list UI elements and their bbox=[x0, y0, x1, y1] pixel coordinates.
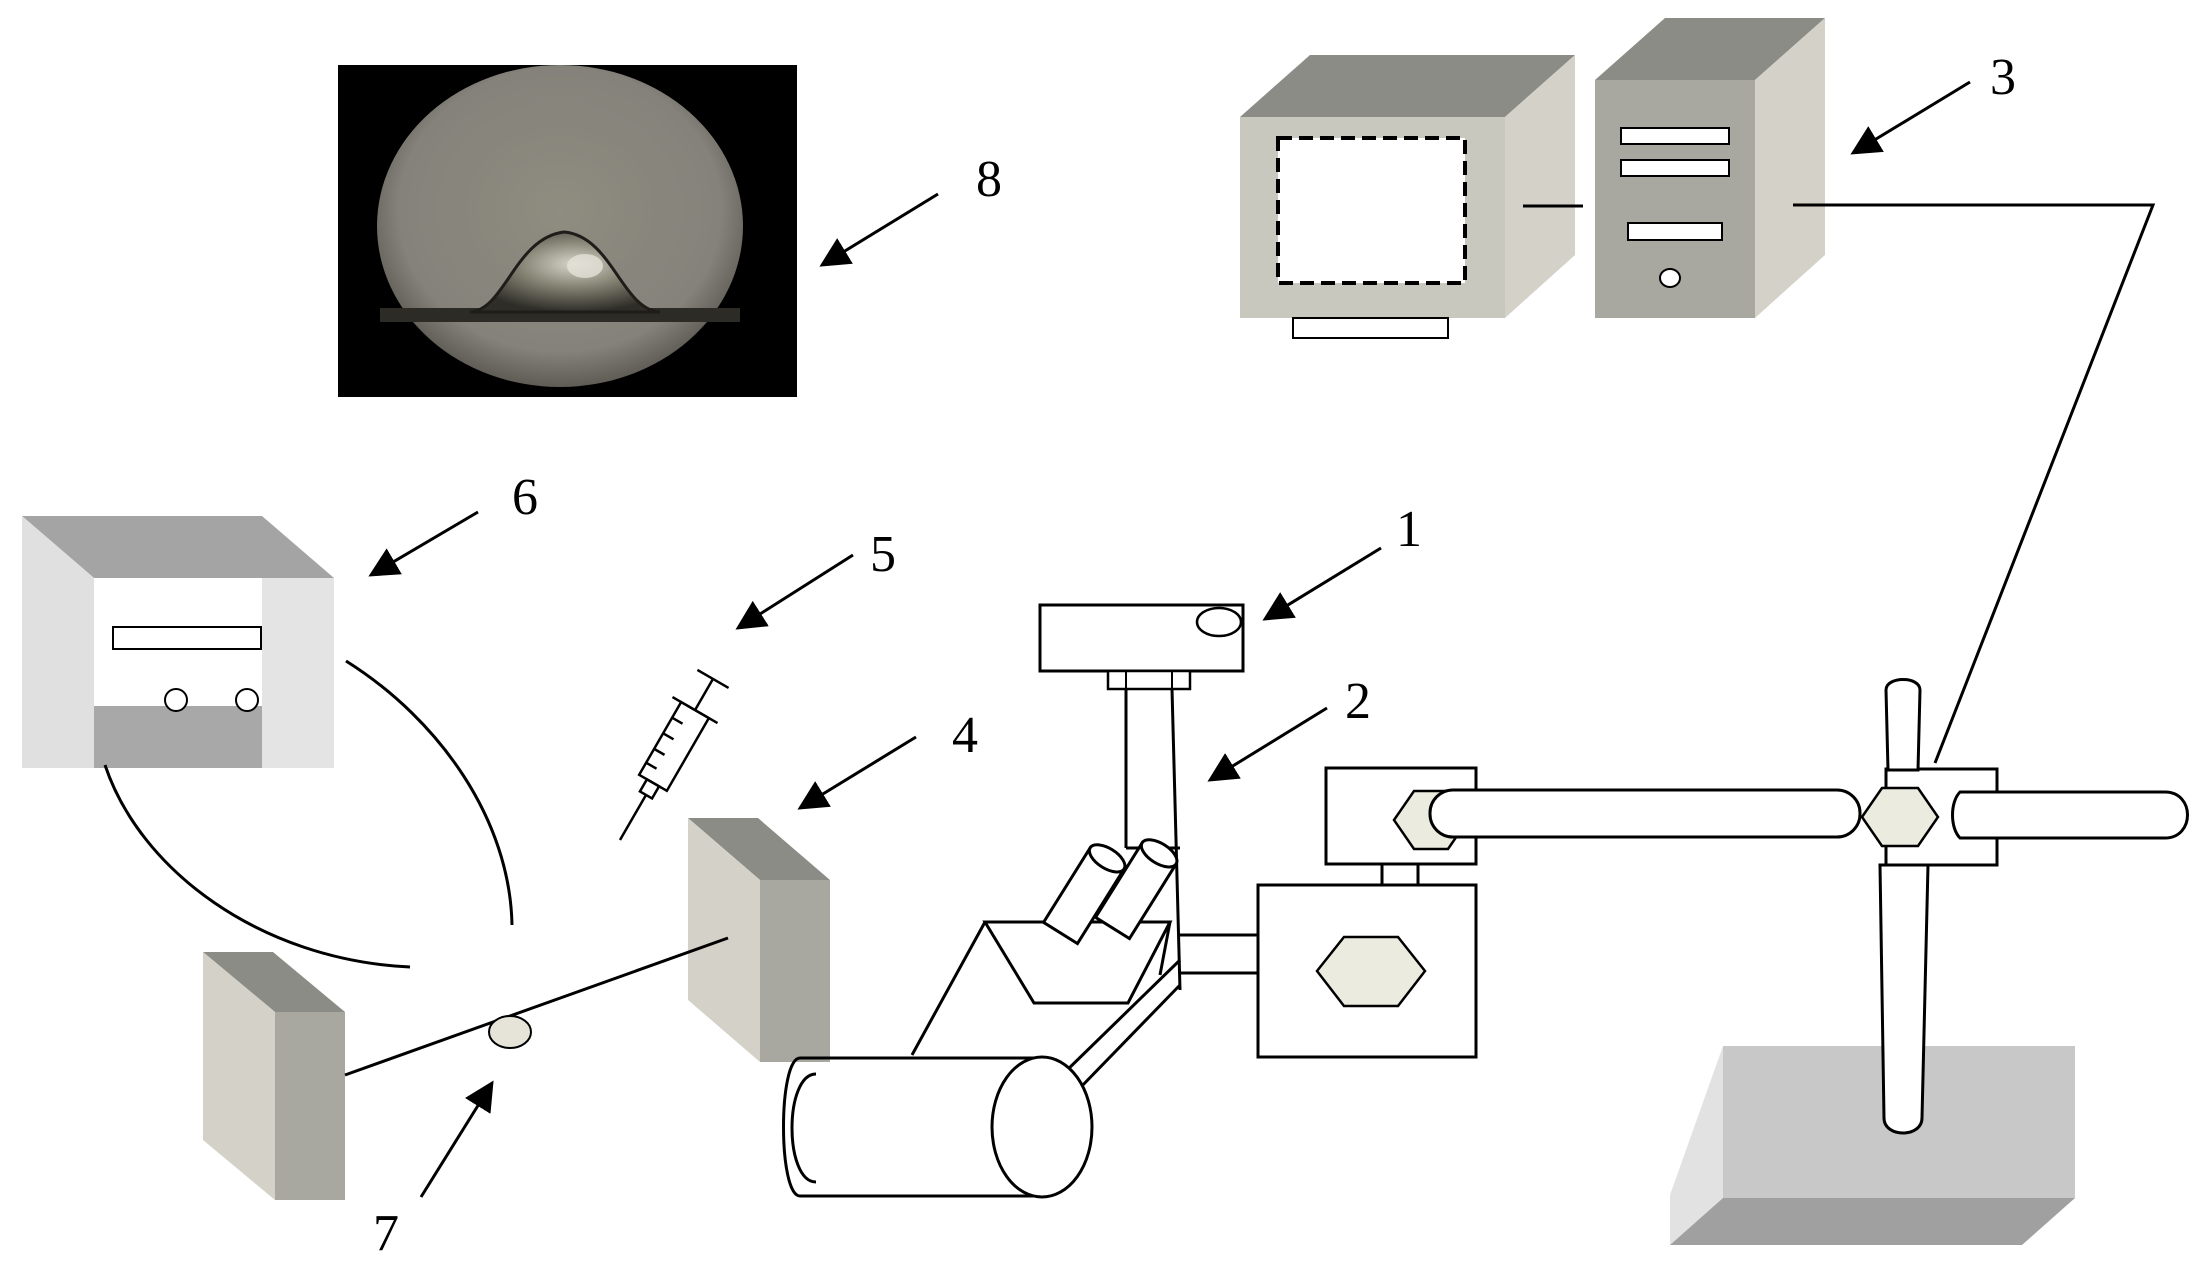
droplet-photo bbox=[338, 65, 797, 397]
label-8: 8 bbox=[976, 151, 1002, 208]
arrow-7 bbox=[419, 1080, 494, 1198]
label-1: 1 bbox=[1396, 501, 1422, 558]
sample-line bbox=[344, 936, 729, 1077]
computer-monitor-icon bbox=[1240, 55, 1575, 339]
electrode-plate-left bbox=[203, 952, 345, 1200]
hv-wire-ground bbox=[103, 764, 411, 969]
hv-wire-positive bbox=[345, 659, 514, 926]
power-supply-icon bbox=[22, 516, 334, 768]
arrow-1 bbox=[1262, 546, 1382, 621]
label-3: 3 bbox=[1990, 49, 2016, 106]
arrow-6 bbox=[368, 510, 479, 577]
computer-tower-icon bbox=[1595, 18, 1825, 318]
label-6: 6 bbox=[512, 469, 538, 526]
droplet-icon bbox=[488, 1015, 532, 1049]
syringe-icon bbox=[618, 668, 730, 841]
arrow-5 bbox=[735, 553, 854, 630]
horizontal-arm bbox=[1428, 788, 1862, 839]
hex-knob-lower bbox=[1315, 935, 1427, 1008]
arrow-2 bbox=[1207, 706, 1328, 782]
label-2: 2 bbox=[1345, 673, 1371, 730]
leader-arrows bbox=[368, 80, 1971, 1198]
data-cable bbox=[1793, 203, 2156, 764]
camera-icon bbox=[1038, 603, 1245, 691]
hex-knob-clamp bbox=[1860, 786, 1940, 848]
right-arm bbox=[1951, 790, 2189, 840]
arrow-4 bbox=[797, 735, 917, 810]
label-4: 4 bbox=[952, 707, 978, 764]
label-7: 7 bbox=[373, 1205, 399, 1262]
vertical-post bbox=[1878, 863, 1930, 1135]
arrow-3 bbox=[1850, 80, 1971, 155]
label-5: 5 bbox=[870, 526, 896, 583]
arrow-8 bbox=[819, 192, 939, 267]
electrode-plate-icon bbox=[688, 818, 830, 1062]
upper-post bbox=[1884, 678, 1922, 772]
stand-base bbox=[1670, 1046, 2075, 1245]
